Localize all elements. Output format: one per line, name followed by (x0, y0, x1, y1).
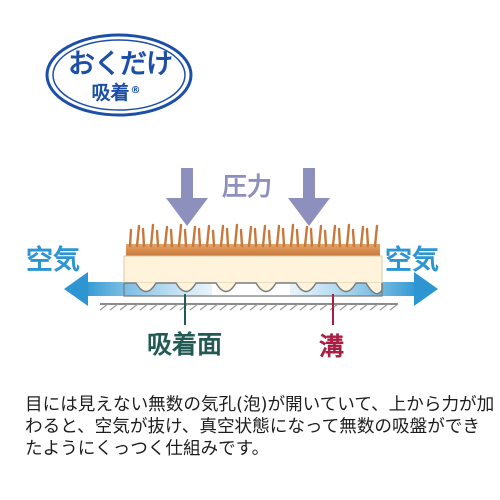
pressure-arrow-left (166, 168, 208, 226)
logo-oval (45, 33, 193, 117)
pressure-label: 圧力 (222, 172, 273, 201)
suction-surface (123, 282, 383, 297)
air-label-left: 空気 (26, 245, 80, 276)
brand-logo: おくだけ 吸着® (44, 30, 194, 122)
air-arrow-right (290, 272, 438, 306)
suction-surface-label: 吸着面 (147, 330, 223, 359)
logo-brand-text: おくだけ (68, 49, 173, 80)
air-label-right: 空気 (385, 245, 439, 276)
mat-pile (126, 223, 380, 256)
caption-text: 目には見えない無数の気孔(泡)が開いていて、上から力が加わると、空気が抜け、真空… (25, 395, 495, 459)
registered-mark: ® (130, 85, 141, 96)
floor (99, 303, 399, 311)
mat-backing (123, 255, 383, 284)
logo-sub-text: 吸着® (66, 78, 166, 105)
groove-label: 溝 (319, 332, 345, 361)
logo-sub-label: 吸着 (91, 82, 130, 104)
pressure-arrow-right (288, 168, 330, 226)
